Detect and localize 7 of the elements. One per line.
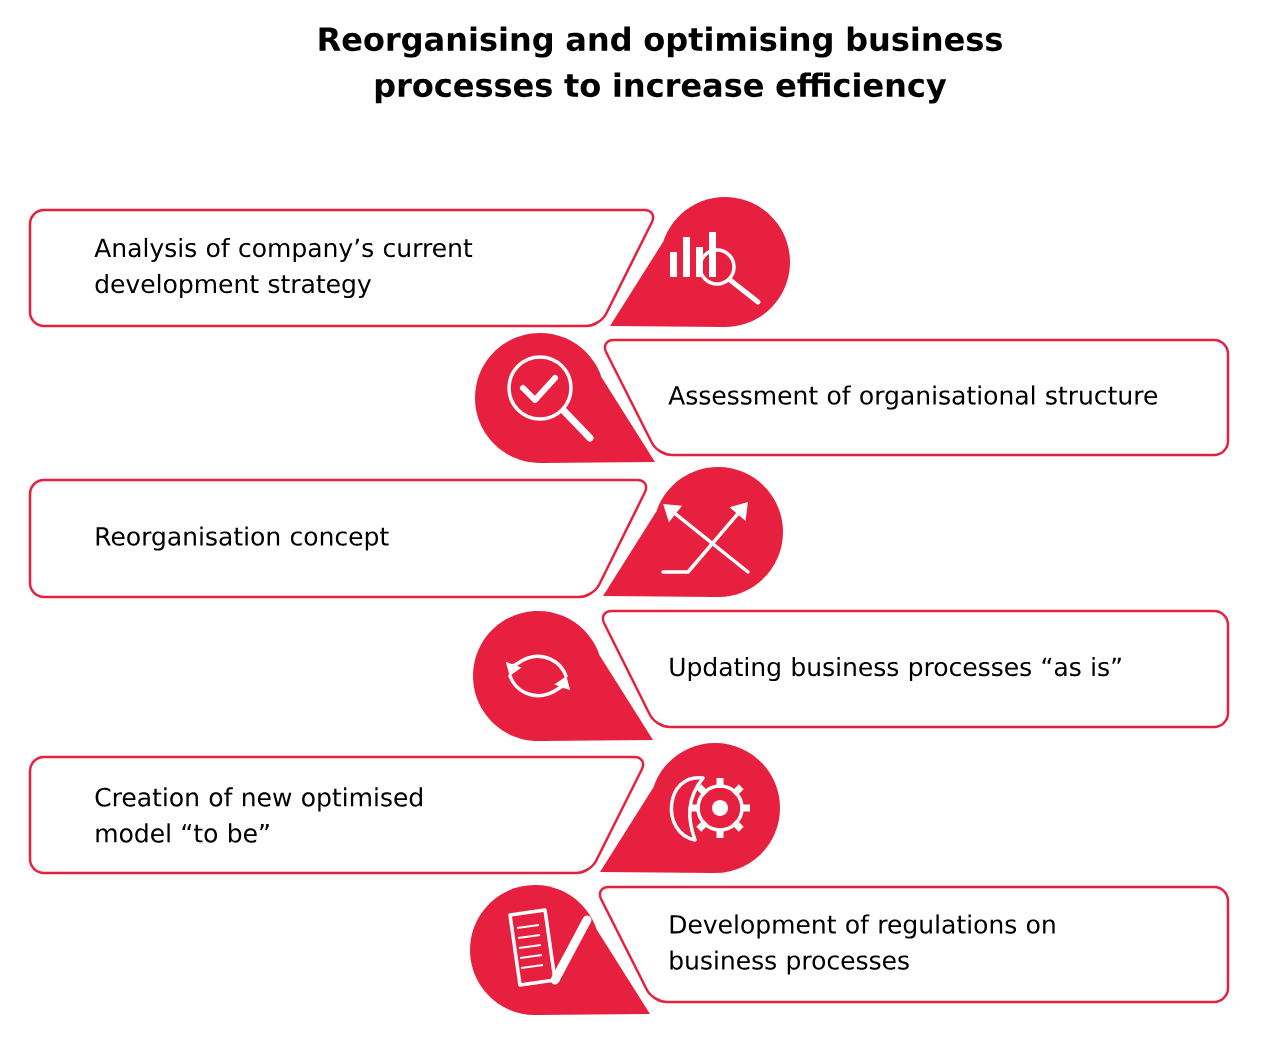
step-box: Updating business processes “as is” bbox=[601, 609, 1230, 729]
step-box: Development of regulations on business processes bbox=[598, 885, 1230, 1004]
step-box: Reorganisation concept bbox=[28, 478, 648, 599]
step-box: Creation of new optimised model “to be” bbox=[28, 755, 645, 875]
title: Reorganising and optimising business processes to increase efficiency bbox=[319, 26, 1002, 104]
step-box: Assessment of organisational structure bbox=[603, 338, 1230, 457]
step-box: Analysis of company’s current development strategy bbox=[28, 208, 655, 328]
